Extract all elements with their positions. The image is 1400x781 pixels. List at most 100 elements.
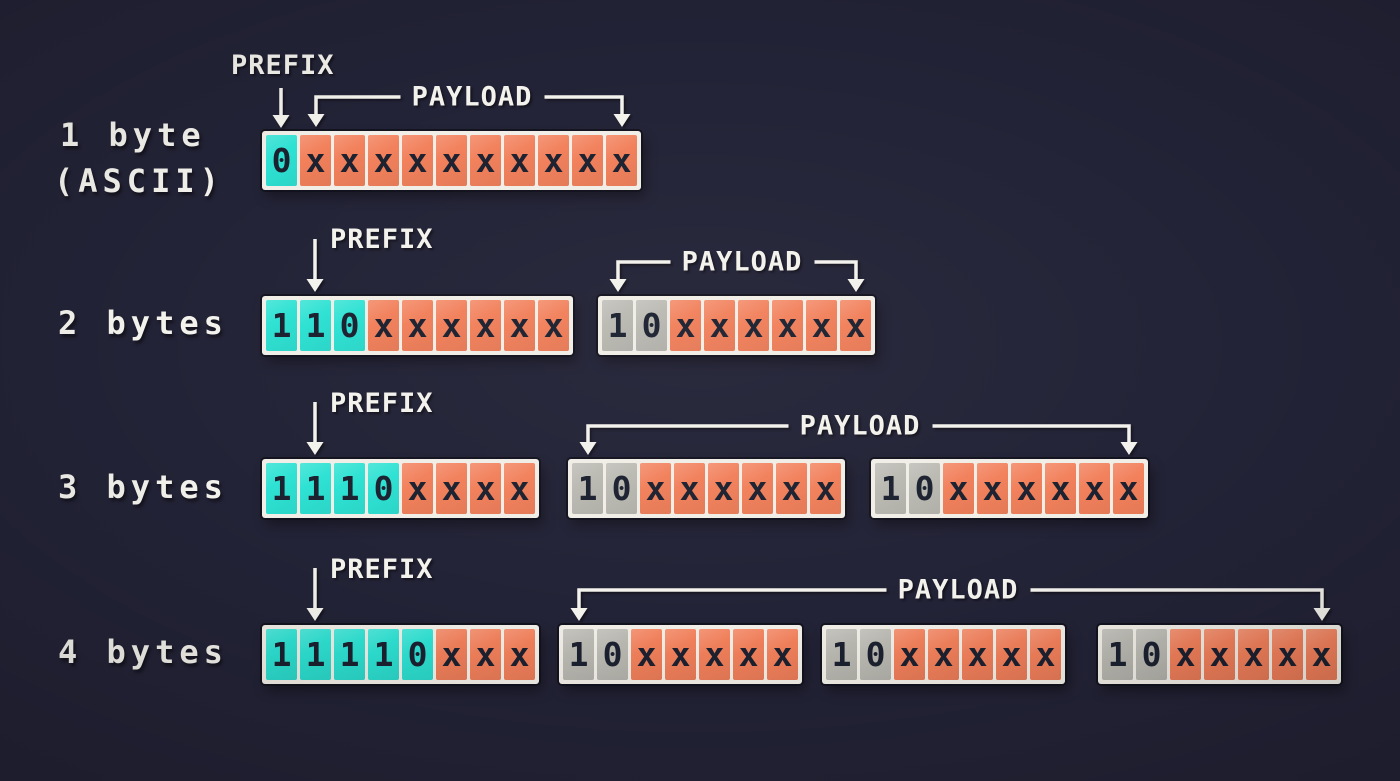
prefix-label: PREFIX <box>330 224 434 255</box>
bit-cell-payload: x <box>470 300 501 351</box>
bit-cell-payload: x <box>742 463 773 514</box>
bit-cell-prefix: 1 <box>334 463 365 514</box>
bit-cell-cont: 1 <box>572 463 603 514</box>
bit-cell-payload: x <box>368 300 399 351</box>
payload-bracket-arrow-icon <box>570 588 1330 621</box>
payload-label: PAYLOAD <box>411 81 533 113</box>
bit-cell-prefix: 1 <box>266 300 297 351</box>
bit-cell-cont: 1 <box>1102 629 1133 680</box>
bit-cell-payload: x <box>538 300 569 351</box>
bit-cell-payload: x <box>810 463 841 514</box>
bit-cell-payload: x <box>928 629 959 680</box>
bit-cell-cont: 1 <box>875 463 906 514</box>
bit-cell-prefix: 0 <box>368 463 399 514</box>
bit-cell-payload: x <box>1045 463 1076 514</box>
bit-cell-payload: x <box>504 463 535 514</box>
prefix-down-arrow-icon <box>306 239 324 292</box>
bit-cell-prefix: 1 <box>368 629 399 680</box>
row-label: 2 bytes <box>58 304 228 342</box>
row-label: 4 bytes <box>58 633 228 671</box>
bit-cell-payload: x <box>733 629 764 680</box>
bit-cell-payload: x <box>1238 629 1269 680</box>
bit-cell-cont: 0 <box>597 629 628 680</box>
bit-cell-payload: x <box>943 463 974 514</box>
prefix-down-arrow-icon <box>306 402 324 455</box>
bit-cell-payload: x <box>1204 629 1235 680</box>
bit-cell-prefix: 1 <box>334 629 365 680</box>
bit-cell-payload: x <box>962 629 993 680</box>
bit-cell-cont: 1 <box>602 300 633 351</box>
bit-cell-payload: x <box>334 135 365 186</box>
bit-cell-payload: x <box>631 629 662 680</box>
bit-cell-payload: x <box>538 135 569 186</box>
bit-cell-payload: x <box>504 629 535 680</box>
bit-cell-payload: x <box>436 135 467 186</box>
prefix-label: PREFIX <box>330 554 434 585</box>
bit-cell-payload: x <box>772 300 803 351</box>
prefix-label: PREFIX <box>231 50 335 81</box>
payload-label: PAYLOAD <box>799 410 921 442</box>
bit-cell-payload: x <box>504 135 535 186</box>
bit-cell-payload: x <box>402 300 433 351</box>
bit-cell-payload: x <box>806 300 837 351</box>
bit-cell-payload: x <box>704 300 735 351</box>
bit-cell-payload: x <box>840 300 871 351</box>
bit-cell-cont: 0 <box>636 300 667 351</box>
row-label: 1 byte <box>60 116 206 154</box>
bit-cell-payload: x <box>436 463 467 514</box>
bit-cell-payload: x <box>665 629 696 680</box>
bit-cell-payload: x <box>894 629 925 680</box>
bit-cell-payload: x <box>699 629 730 680</box>
bit-cell-payload: x <box>1306 629 1337 680</box>
bit-cell-payload: x <box>1030 629 1061 680</box>
bit-cell-payload: x <box>300 135 331 186</box>
bit-cell-payload: x <box>670 300 701 351</box>
bit-cell-payload: x <box>767 629 798 680</box>
bit-cell-payload: x <box>1011 463 1042 514</box>
bit-cell-cont: 0 <box>909 463 940 514</box>
bit-cell-payload: x <box>402 135 433 186</box>
row-label: 3 bytes <box>58 468 228 506</box>
bit-cell-payload: x <box>640 463 671 514</box>
bit-cell-payload: x <box>572 135 603 186</box>
bit-cell-prefix: 1 <box>266 463 297 514</box>
bit-cell-prefix: 1 <box>300 300 331 351</box>
bit-cell-payload: x <box>1170 629 1201 680</box>
bit-cell-cont: 0 <box>606 463 637 514</box>
bit-cell-prefix: 1 <box>300 629 331 680</box>
bit-cell-prefix: 0 <box>266 135 297 186</box>
bit-cell-prefix: 1 <box>266 629 297 680</box>
bit-cell-payload: x <box>977 463 1008 514</box>
payload-label: PAYLOAD <box>681 246 803 278</box>
bit-cell-payload: x <box>436 300 467 351</box>
bit-cell-prefix: 1 <box>300 463 331 514</box>
payload-bracket-arrow-icon <box>307 95 630 127</box>
bit-cell-cont: 0 <box>860 629 891 680</box>
bit-cell-prefix: 0 <box>402 629 433 680</box>
bit-cell-payload: x <box>674 463 705 514</box>
bit-cell-payload: x <box>470 135 501 186</box>
bit-cell-payload: x <box>368 135 399 186</box>
bit-cell-cont: 1 <box>826 629 857 680</box>
bit-cell-payload: x <box>402 463 433 514</box>
payload-bracket-arrow-icon <box>609 260 864 292</box>
payload-label: PAYLOAD <box>897 574 1019 606</box>
prefix-down-arrow-icon <box>272 88 290 128</box>
bit-cell-payload: x <box>470 463 501 514</box>
bit-cell-payload: x <box>470 629 501 680</box>
bit-cell-payload: x <box>708 463 739 514</box>
bit-cell-cont: 0 <box>1136 629 1167 680</box>
bit-cell-payload: x <box>504 300 535 351</box>
bit-cell-payload: x <box>1272 629 1303 680</box>
bit-cell-payload: x <box>606 135 637 186</box>
payload-bracket-arrow-icon <box>579 424 1137 455</box>
